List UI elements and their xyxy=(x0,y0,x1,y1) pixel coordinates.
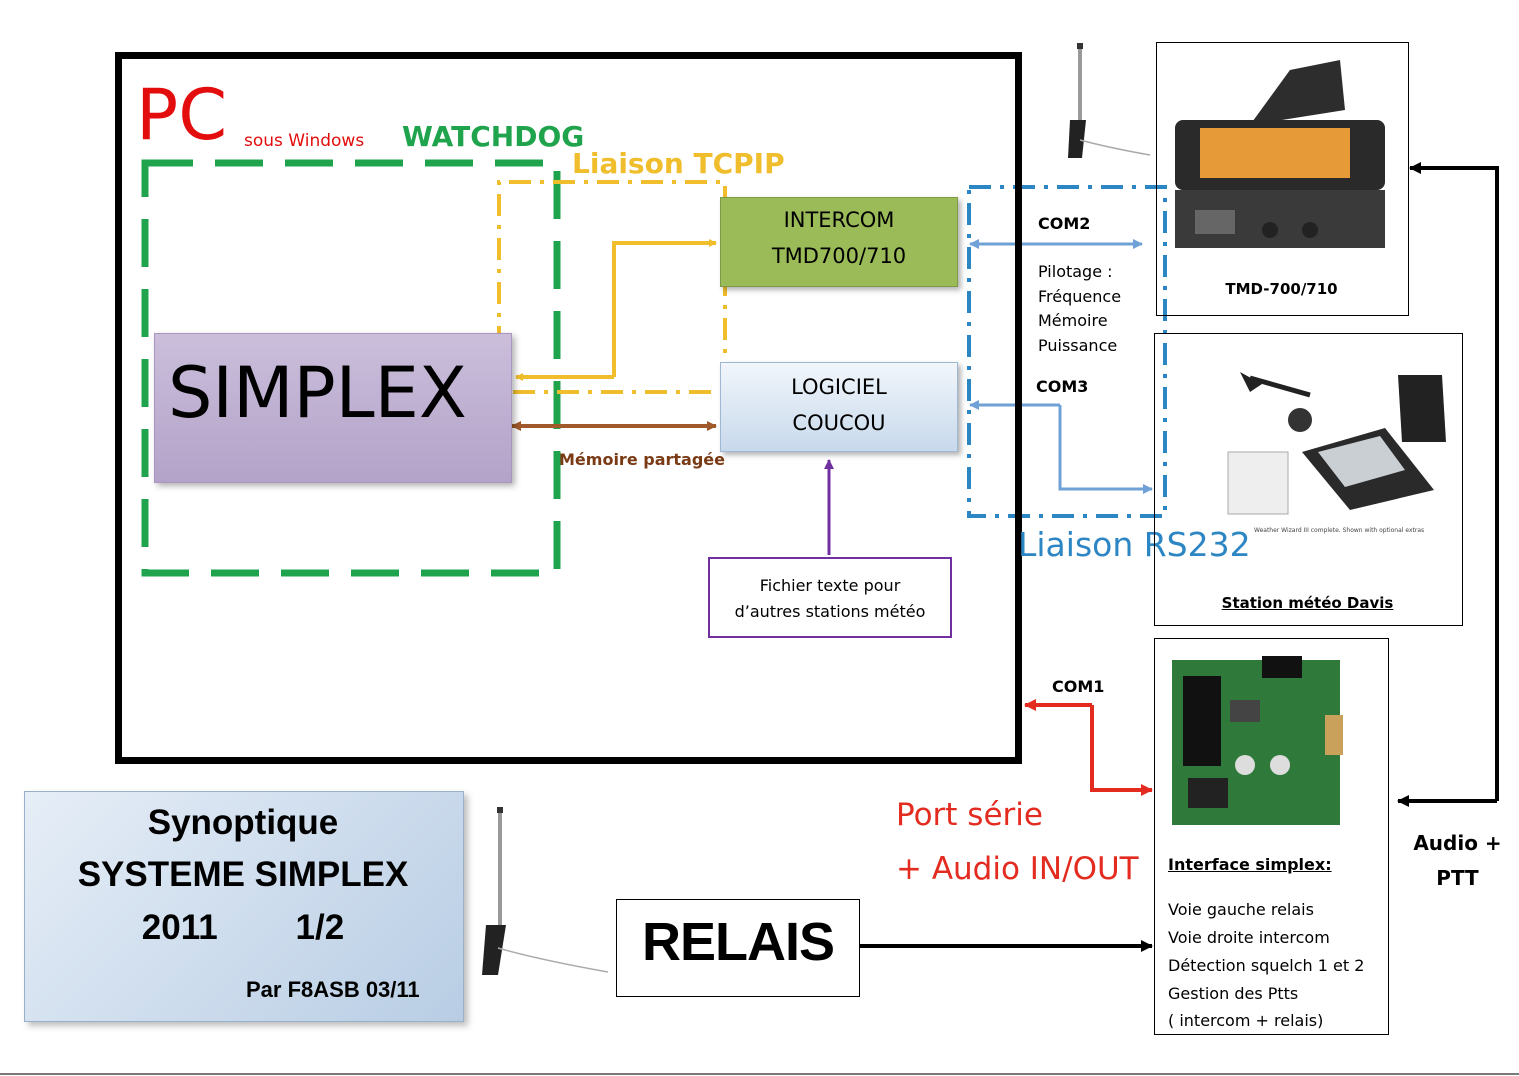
audio-ptt-label: Audio + PTT xyxy=(1410,826,1505,896)
fichier-box: Fichier texte pour d’autres stations mét… xyxy=(708,557,952,638)
synoptique-subtitle: SYSTEME SIMPLEX xyxy=(77,855,409,894)
davis-small-caption: Weather Wizard III complete. Shown with … xyxy=(1254,527,1425,534)
pilotage-line: Puissance xyxy=(1038,335,1118,355)
pilotage-list: Pilotage : Fréquence Mémoire Puissance xyxy=(1038,260,1121,358)
simplex-box xyxy=(154,333,512,483)
intercom-line2: TMD700/710 xyxy=(771,244,907,268)
rs232-label: Liaison RS232 xyxy=(1018,525,1251,564)
tcpip-arrow xyxy=(612,239,717,377)
logiciel-line1: LOGICIEL xyxy=(791,375,887,399)
com1-arrow xyxy=(1090,705,1153,796)
relais-box xyxy=(616,899,860,997)
watchdog-group xyxy=(141,159,561,577)
intercom-line1: INTERCOM xyxy=(783,208,895,232)
synoptique-title: Synoptique xyxy=(147,803,339,842)
pc-title: PC xyxy=(136,74,228,156)
port-label-line2: + Audio IN/OUT xyxy=(896,851,1139,887)
radio-antenna-icon xyxy=(1068,43,1151,158)
interface-title: Interface simplex: xyxy=(1168,855,1332,874)
davis-box xyxy=(1154,333,1463,626)
memoire-label: Mémoire partagée xyxy=(559,450,725,469)
bottom-divider xyxy=(0,1073,1519,1075)
radio-device-icon xyxy=(1175,60,1385,248)
port-label-line1: Port série xyxy=(896,797,1043,833)
pilotage-line: Mémoire xyxy=(1038,311,1108,330)
radio-caption: TMD-700/710 xyxy=(1225,280,1338,298)
pilotage-line: Pilotage : xyxy=(1038,262,1113,281)
rs232-group xyxy=(967,185,1167,518)
interface-line: Détection squelch 1 et 2 xyxy=(1168,956,1365,975)
relais-label: RELAIS xyxy=(641,912,835,972)
radio-box xyxy=(1156,42,1409,316)
synoptique-author: Par F8ASB 03/11 xyxy=(246,977,420,1002)
com2-label: COM2 xyxy=(1038,214,1091,233)
davis-station-icon xyxy=(1227,372,1446,515)
davis-caption: Station météo Davis xyxy=(1221,594,1394,612)
logiciel-box: LOGICIEL COUCOU xyxy=(720,362,958,452)
audio-line1: Audio + xyxy=(1413,831,1502,855)
interface-box xyxy=(1154,638,1389,1035)
interface-board-icon xyxy=(1172,656,1343,825)
watchdog-label: WATCHDOG xyxy=(402,120,585,153)
tcpip-group xyxy=(497,180,727,394)
logiciel-line2: COUCOU xyxy=(792,411,886,435)
intercom-box: INTERCOM TMD700/710 xyxy=(720,197,958,287)
synoptique-year: 2011 1/2 xyxy=(141,908,345,947)
com3-arrow xyxy=(1058,405,1153,494)
synoptique-box xyxy=(24,791,464,1022)
interface-line: Gestion des Ptts xyxy=(1168,984,1299,1003)
com3-label: COM3 xyxy=(1036,377,1089,396)
audio-ptt-arrow xyxy=(1409,162,1499,801)
fichier-line2: d’autres stations météo xyxy=(734,602,926,621)
com1-label: COM1 xyxy=(1052,677,1105,696)
pc-frame xyxy=(115,52,1022,764)
interface-line: Voie gauche relais xyxy=(1168,900,1314,919)
pilotage-line: Fréquence xyxy=(1038,286,1122,306)
interface-line: ( intercom + relais) xyxy=(1168,1011,1324,1030)
simplex-label: SIMPLEX xyxy=(168,352,467,434)
interface-line: Voie droite intercom xyxy=(1168,928,1330,947)
fichier-line1: Fichier texte pour xyxy=(759,576,901,595)
relais-antenna-icon xyxy=(482,807,609,975)
tcpip-label: Liaison TCPIP xyxy=(572,147,785,180)
pc-subtitle: sous Windows xyxy=(244,131,365,151)
audio-line2: PTT xyxy=(1436,866,1479,890)
